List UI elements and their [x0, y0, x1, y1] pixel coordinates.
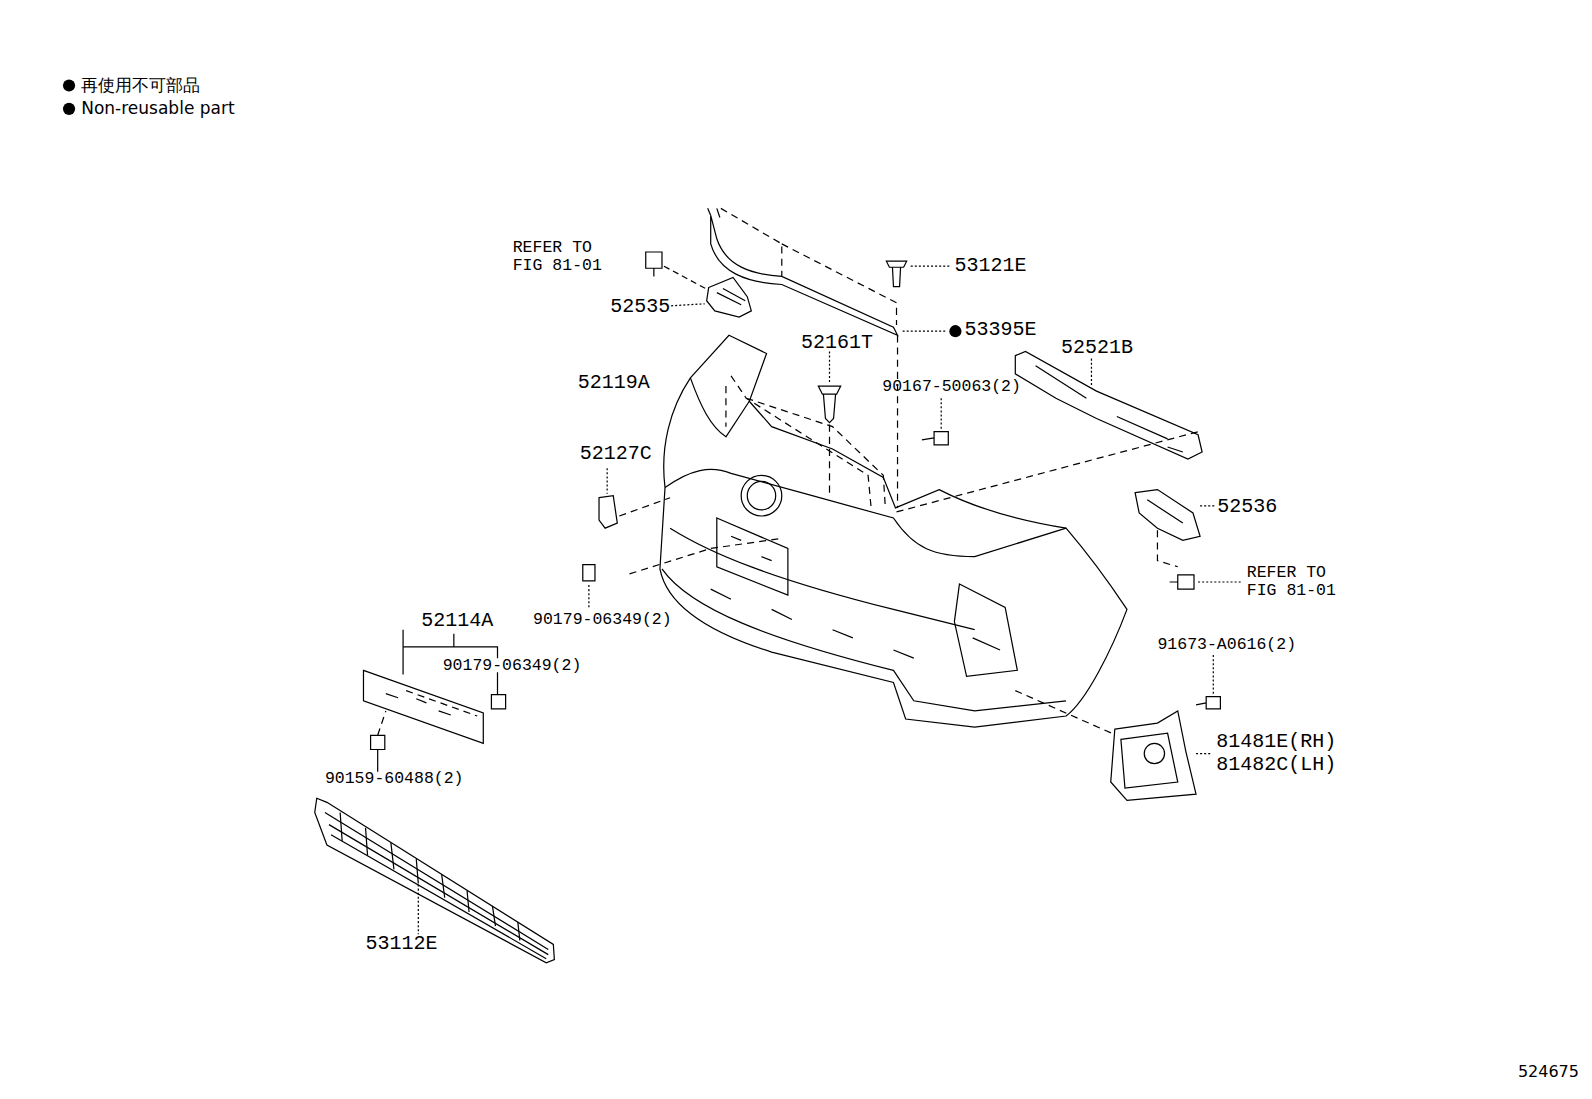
legend-text: Non-reusable part [81, 99, 234, 118]
callout-number: 52535 [610, 296, 670, 318]
callout-number: 53395E [965, 319, 1037, 341]
callout-number: 52536 [1217, 496, 1277, 518]
reference-note: REFER TO FIG 81-01 [1247, 564, 1339, 600]
callout-number: 90167-50063(2) [882, 378, 1021, 396]
reference-note: REFER TO FIG 81-01 [513, 239, 605, 275]
callout-number: 91673-A0616(2) [1157, 636, 1296, 654]
callout-number: 52521B [1061, 337, 1133, 359]
callout-number: 90179-06349(2) [533, 611, 672, 629]
callout-number: 52119A [578, 372, 650, 394]
callout-number: 53112E [366, 933, 438, 955]
callout-number: 90179-06349(2) [443, 657, 582, 675]
callout-number: 524675 [1518, 1063, 1579, 1081]
callout-number: 52161T [801, 332, 873, 354]
callout-number: 90159-60488(2) [325, 770, 464, 788]
callout-number: 81482C(LH) [1216, 754, 1336, 776]
callout-number: 52127C [580, 443, 652, 465]
legend-text: 再使用不可部品 [81, 76, 200, 95]
callout-number: 81481E(RH) [1216, 731, 1336, 753]
callout-number: 52114A [421, 610, 493, 632]
callout-number: 53121E [954, 255, 1026, 277]
